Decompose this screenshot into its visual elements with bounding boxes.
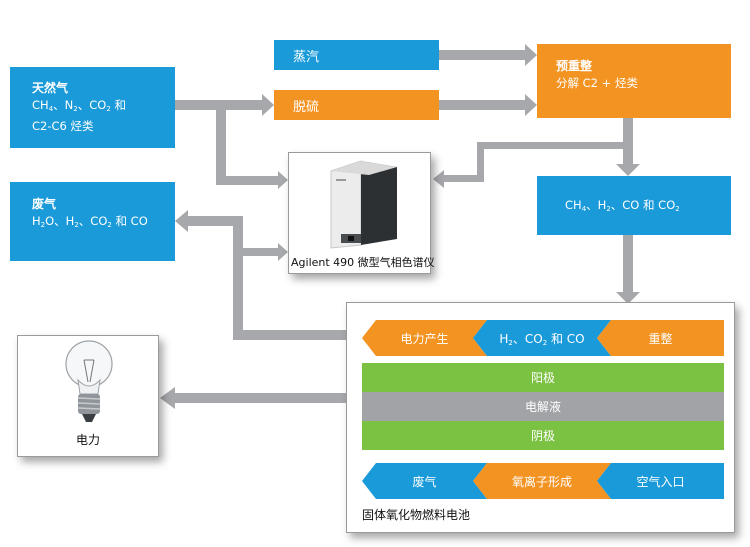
natural-gas-box: 天然气 CH4、N2、CO2 和 C2-C6 烃类 — [10, 67, 175, 148]
arrow-fuelcell-return-v — [233, 220, 243, 340]
power-panel: 电力 — [17, 335, 159, 457]
chevron-reforming: 重整 — [597, 320, 724, 356]
steam-label: 蒸汽 — [293, 50, 320, 65]
arrowhead — [262, 94, 274, 116]
arrowhead — [175, 210, 188, 232]
light-bulb-icon — [65, 340, 113, 422]
exhaust-title: 废气 — [32, 197, 57, 211]
arrow-fuelcell-to-power — [174, 393, 346, 403]
arrowhead — [616, 164, 640, 176]
chevron-oxygen-ion-formation: 氧离子形成 — [473, 463, 611, 499]
chevron-reformed-gases: H2、CO2 和 CO — [473, 320, 611, 356]
steam-box: 蒸汽 — [274, 40, 439, 70]
arrow-gas-to-desulfurization — [174, 100, 262, 110]
gc-caption: Agilent 490 微型气相色谱仪 — [291, 256, 435, 269]
arrow-desulf-to-prereform — [439, 100, 527, 110]
natural-gas-hydrocarbons: C2-C6 烃类 — [32, 119, 94, 133]
arrow-fuelcell-return-h — [233, 330, 348, 340]
fuel-cell-caption: 固体氧化物燃料电池 — [362, 508, 471, 522]
desulfurization-box: 脱硫 — [274, 90, 439, 120]
arrowhead — [278, 243, 288, 261]
exhaust-components: H2O、H2、CO2 和 CO — [32, 214, 148, 229]
arrow-to-exhaust-h — [186, 216, 243, 226]
gas-chromatograph-icon — [330, 160, 397, 249]
natural-gas-components: CH4、N2、CO2 和 — [32, 98, 126, 113]
electrolyte-layer: 电解液 — [362, 392, 724, 421]
natural-gas-title: 天然气 — [32, 81, 69, 95]
power-caption: 电力 — [75, 433, 100, 447]
arrow-prereform-to-gc-b — [477, 142, 484, 182]
pre-reforming-text: 分解 C2 + 烃类 — [556, 76, 638, 90]
desulfurization-label: 脱硫 — [293, 100, 320, 115]
gc-instrument-panel: Agilent 490 微型气相色谱仪 — [288, 152, 435, 274]
cathode-layer: 阴极 — [362, 421, 724, 450]
arrowhead — [616, 292, 640, 304]
arrow-prereform-to-gc-a — [477, 142, 627, 149]
arrowhead — [278, 171, 288, 189]
arrow-prereform-to-gc-c — [444, 175, 484, 182]
arrowhead — [525, 44, 537, 66]
chevron-air-inlet: 空气入口 — [597, 463, 724, 499]
pre-reforming-box: 预重整 分解 C2 + 烃类 — [537, 44, 731, 118]
gas-mix-text: CH4、H2、CO 和 CO2 — [565, 198, 680, 213]
arrow-mix-to-fuelcell — [623, 222, 633, 294]
arrow-to-gc-lower — [243, 248, 280, 256]
arrow-steam-to-prereform — [439, 50, 527, 60]
pre-reforming-title: 预重整 — [556, 59, 593, 73]
arrowhead — [525, 94, 537, 116]
chevron-power-generation: 电力产生 — [362, 320, 487, 356]
gas-mix-box: CH4、H2、CO 和 CO2 — [537, 176, 731, 235]
exhaust-box: 废气 H2O、H2、CO2 和 CO — [10, 182, 175, 261]
arrowhead — [160, 387, 175, 409]
arrow-gas-to-gc-horizontal — [216, 176, 280, 185]
arrow-prereform-to-mix — [623, 118, 633, 166]
arrowhead — [433, 170, 444, 188]
anode-layer: 阳极 — [362, 363, 724, 392]
chevron-exhaust: 废气 — [362, 463, 487, 499]
arrow-gas-to-gc-vertical — [216, 110, 226, 182]
fuel-cell-panel: 电力产生 H2、CO2 和 CO 重整 阳极 电解液 阴极 废气 氧离子形成 空… — [346, 302, 735, 533]
